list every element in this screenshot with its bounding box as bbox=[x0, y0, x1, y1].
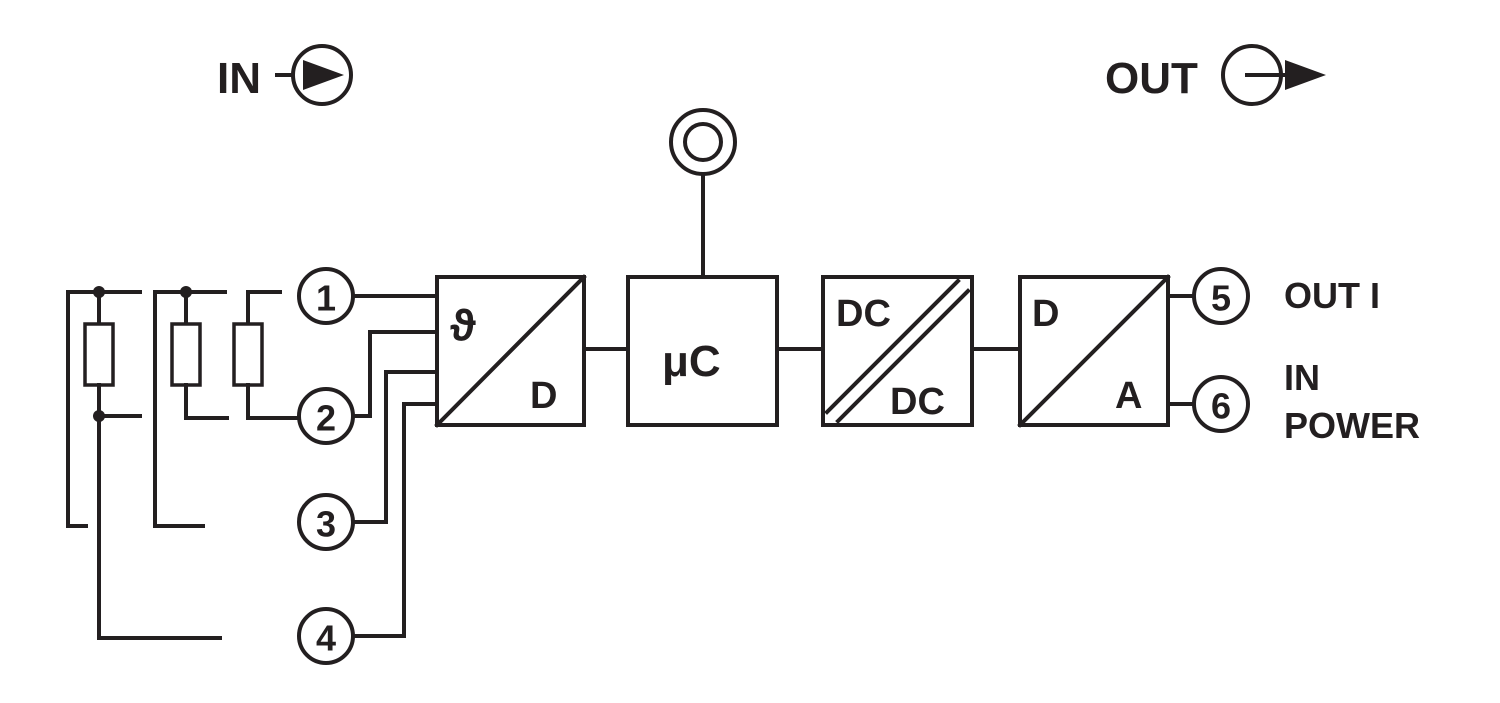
legend-in: IN bbox=[217, 44, 353, 106]
sensor-3-wire bbox=[153, 286, 229, 528]
dcdc-output-label: DC bbox=[890, 381, 945, 423]
terminal-2-label: 2 bbox=[316, 398, 336, 439]
resistor-icon bbox=[232, 322, 264, 387]
legend-out: OUT bbox=[1105, 44, 1326, 106]
terminal-2: 2 bbox=[297, 387, 355, 445]
dac-block: D A bbox=[1017, 274, 1171, 428]
resistor-icon bbox=[170, 322, 202, 387]
terminal-3-label: 3 bbox=[316, 504, 336, 545]
power-in-label-line-1: IN bbox=[1284, 357, 1320, 398]
adc-block: ϑ D bbox=[434, 274, 587, 428]
terminal-5-label: 5 bbox=[1211, 278, 1231, 319]
dac-input-label: D bbox=[1032, 293, 1059, 335]
microcontroller-block: μC bbox=[626, 108, 779, 427]
terminal-1: 1 bbox=[297, 267, 355, 325]
terminal-4-label: 4 bbox=[316, 618, 336, 659]
resistor-icon bbox=[83, 322, 115, 387]
power-in-label-line-2: POWER bbox=[1284, 405, 1420, 446]
terminal-3: 3 bbox=[297, 493, 355, 551]
input-arrow-icon bbox=[275, 44, 353, 106]
sensor-4-wire bbox=[66, 286, 222, 640]
terminal-1-label: 1 bbox=[316, 278, 336, 319]
terminal-6: 6 bbox=[1192, 375, 1250, 433]
legend-in-label: IN bbox=[217, 54, 261, 103]
adc-input-label: ϑ bbox=[450, 301, 476, 350]
terminal-4: 4 bbox=[297, 607, 355, 665]
legend-out-label: OUT bbox=[1105, 54, 1198, 103]
microcontroller-label: μC bbox=[662, 337, 721, 386]
dac-output-label: A bbox=[1115, 375, 1142, 417]
dcdc-isolation-block: DC DC bbox=[821, 275, 974, 427]
terminal-6-label: 6 bbox=[1211, 386, 1231, 427]
status-led-icon bbox=[669, 108, 737, 176]
sensor-2-wire bbox=[232, 290, 302, 420]
terminal-5: 5 bbox=[1192, 267, 1250, 325]
adc-output-label: D bbox=[530, 375, 557, 417]
input-wiring bbox=[352, 294, 439, 638]
dcdc-input-label: DC bbox=[836, 293, 891, 335]
output-current-label: OUT I bbox=[1284, 275, 1380, 316]
output-arrow-icon bbox=[1221, 44, 1326, 106]
